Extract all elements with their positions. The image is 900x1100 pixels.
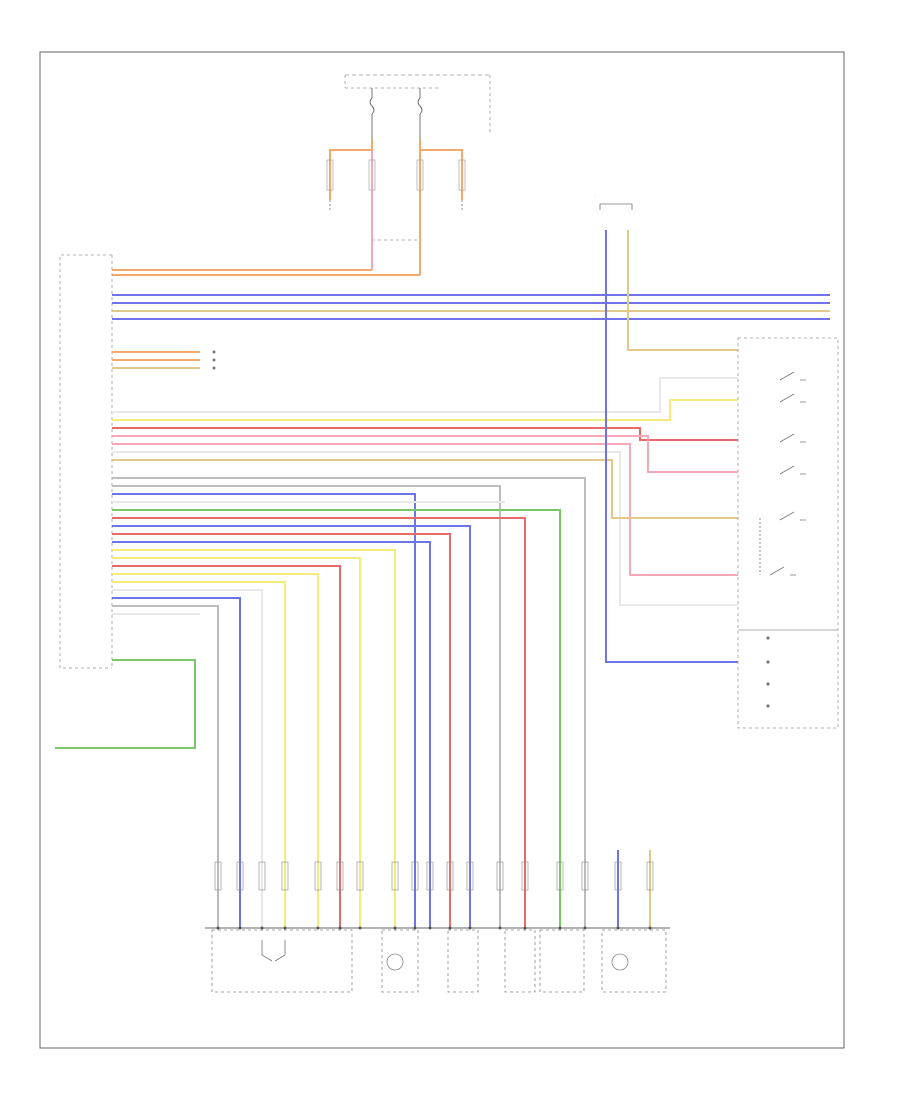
diagram-frame xyxy=(39,51,845,1049)
lamp-icon xyxy=(611,953,629,971)
component-box-5 xyxy=(539,929,585,993)
harness-wires xyxy=(55,477,651,928)
component-box-1 xyxy=(211,929,353,993)
fuse-area xyxy=(344,74,491,140)
lamp-indicator-icons xyxy=(766,636,770,708)
left-stubs xyxy=(112,351,200,369)
right-module xyxy=(737,337,839,729)
left-module xyxy=(59,254,113,669)
fuse-b-icon xyxy=(417,88,423,140)
power-wires xyxy=(112,140,463,276)
stub-terminal-icons xyxy=(212,350,216,370)
top-right-connector: · xyxy=(594,195,633,210)
component-box-2 xyxy=(381,929,419,993)
bus-wires xyxy=(112,294,830,320)
motor-icon xyxy=(386,953,404,971)
connector-pin-dots xyxy=(216,926,652,930)
bottom-components xyxy=(211,929,667,993)
vertical-connectors xyxy=(214,861,654,891)
power-dist-connectors xyxy=(326,159,466,241)
switch-wires xyxy=(112,230,738,663)
component-box-6 xyxy=(601,929,667,993)
component-box-4 xyxy=(504,929,536,993)
switch-contact-icons xyxy=(759,371,806,576)
component-box-3 xyxy=(447,929,479,993)
fuse-a-icon xyxy=(369,88,375,140)
svg-text:·: · xyxy=(594,195,595,199)
